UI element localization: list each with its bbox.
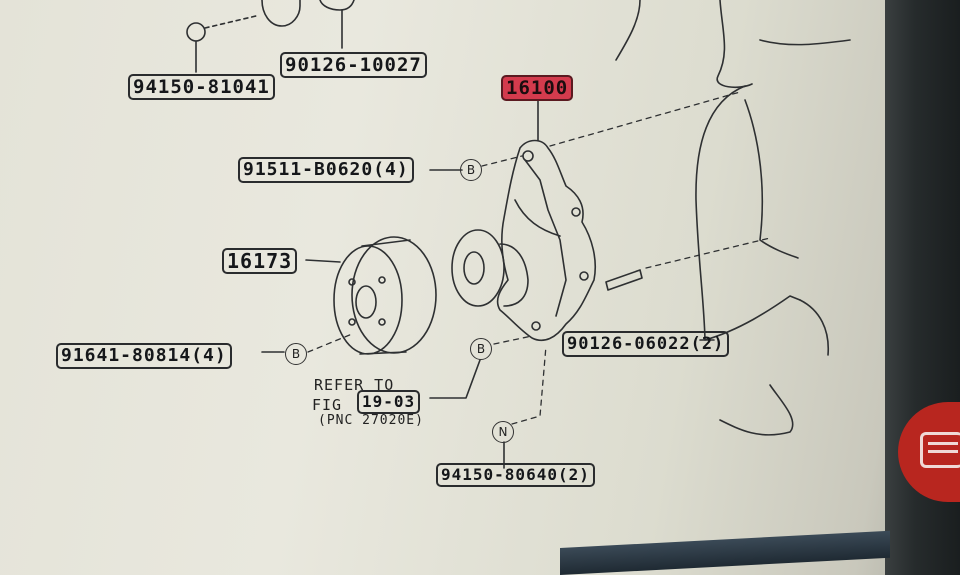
engine-outline-top bbox=[615, 0, 753, 89]
chat-line bbox=[928, 450, 958, 453]
refer-note-pnc: (PNC 27020E) bbox=[318, 413, 424, 428]
refer-note-fig-prefix: FIG bbox=[312, 396, 343, 414]
stud-shape bbox=[605, 269, 643, 291]
part-label-91641-80814: 91641-80814(4) bbox=[56, 343, 232, 369]
water-pump-body bbox=[496, 139, 597, 342]
figure-reference-label: 19-03 bbox=[357, 390, 421, 414]
pump-flange bbox=[451, 229, 505, 307]
bracket-outline bbox=[261, 0, 301, 27]
ref-circle-n: N bbox=[492, 421, 514, 443]
part-label-94150-81041: 94150-81041 bbox=[128, 74, 275, 100]
part-label-91511-b0620: 91511-B0620(4) bbox=[238, 157, 414, 183]
bolt-outline bbox=[319, 0, 355, 11]
part-label-94150-80640: 94150-80640(2) bbox=[436, 463, 595, 487]
part-label-90126-10027: 90126-10027 bbox=[280, 52, 427, 78]
part-label-16173: 16173 bbox=[222, 248, 298, 274]
nut-shape bbox=[186, 22, 206, 42]
ref-circle-b: B bbox=[470, 338, 492, 360]
chat-bubble-glyph bbox=[920, 432, 960, 468]
pulley-face bbox=[333, 245, 403, 355]
ref-circle-b: B bbox=[460, 159, 482, 181]
ref-circle-b: B bbox=[285, 343, 307, 365]
part-label-16100-highlighted: 16100 bbox=[501, 75, 574, 101]
engine-outline-side bbox=[695, 85, 801, 341]
refer-note-line1: REFER TO bbox=[314, 376, 395, 394]
part-label-90126-06022: 90126-06022(2) bbox=[562, 331, 730, 357]
engine-outline-lower bbox=[719, 39, 851, 436]
chat-line bbox=[928, 442, 958, 445]
